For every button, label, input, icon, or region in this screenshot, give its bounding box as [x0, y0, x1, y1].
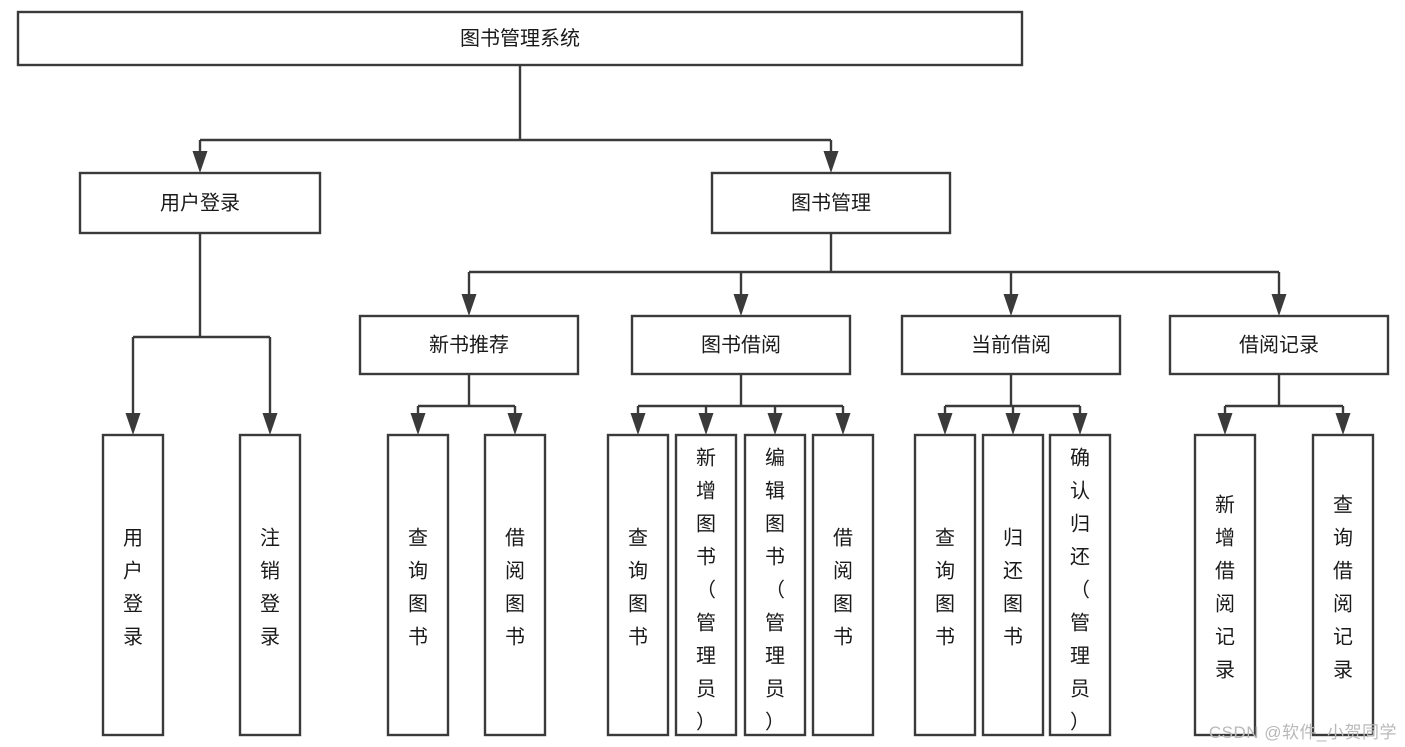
node-box-leaf-query-record	[1311, 433, 1375, 737]
arrow-head-icon	[823, 151, 839, 173]
arrow-head-icon	[1335, 413, 1351, 435]
edge-group-borrow-record	[1217, 374, 1351, 435]
arrow-head-icon	[461, 294, 477, 316]
node-box-leaf-query-book-2	[606, 433, 670, 737]
node-leaf-query-book-3[interactable]: 查询图书	[913, 433, 977, 737]
arrow-head-icon	[733, 294, 749, 316]
node-book-manage[interactable]: 图书管理	[710, 171, 952, 235]
node-leaf-return-book[interactable]: 归还图书	[981, 433, 1045, 737]
node-box-root	[16, 10, 1024, 67]
edge-group-new-book-rec	[410, 374, 523, 435]
node-box-leaf-add-record	[1193, 433, 1257, 737]
node-box-leaf-edit-book	[743, 433, 807, 737]
node-leaf-user-login[interactable]: 用户登录	[101, 433, 165, 737]
node-leaf-borrow-book-1[interactable]: 借阅图书	[483, 433, 547, 737]
node-leaf-query-book-1[interactable]: 查询图书	[386, 433, 450, 737]
node-root[interactable]: 图书管理系统	[16, 10, 1024, 67]
arrow-head-icon	[1005, 413, 1021, 435]
node-box-leaf-borrow-book-2	[811, 433, 875, 737]
node-box-user-login	[78, 171, 322, 235]
node-label-leaf-borrow-book-2: 借阅图书	[833, 527, 853, 649]
arrow-head-icon	[262, 413, 278, 435]
node-leaf-confirm-return[interactable]: 确认归还（管理员）	[1048, 433, 1112, 737]
node-box-leaf-user-login	[101, 433, 165, 737]
node-label-leaf-query-book-2: 查询图书	[628, 527, 648, 649]
node-label-leaf-borrow-book-1: 借阅图书	[505, 527, 525, 649]
node-box-leaf-user-logout	[238, 433, 302, 737]
node-label-leaf-query-book-1: 查询图书	[408, 527, 428, 649]
node-box-leaf-return-book	[981, 433, 1045, 737]
node-label-new-book-rec: 新书推荐	[429, 333, 509, 356]
arrow-head-icon	[937, 413, 953, 435]
node-current-borrow[interactable]: 当前借阅	[900, 314, 1122, 376]
node-leaf-query-book-2[interactable]: 查询图书	[606, 433, 670, 737]
arrow-head-icon	[192, 151, 208, 173]
arrow-head-icon	[507, 413, 523, 435]
arrow-head-icon	[1271, 294, 1287, 316]
arrow-head-icon	[698, 413, 714, 435]
node-label-leaf-query-book-3: 查询图书	[935, 527, 955, 649]
node-borrow-record[interactable]: 借阅记录	[1168, 314, 1390, 376]
arrow-head-icon	[1217, 413, 1233, 435]
node-label-leaf-user-login: 用户登录	[123, 528, 143, 649]
edge-group-current-borrow	[937, 374, 1088, 435]
node-label-leaf-add-record: 新增借阅记录	[1215, 494, 1235, 682]
node-label-borrow-record: 借阅记录	[1239, 333, 1319, 356]
node-book-borrow[interactable]: 图书借阅	[630, 314, 852, 376]
arrow-head-icon	[1072, 413, 1088, 435]
arrow-head-icon	[767, 413, 783, 435]
node-leaf-edit-book[interactable]: 编辑图书（管理员）	[743, 433, 807, 737]
node-new-book-rec[interactable]: 新书推荐	[358, 314, 580, 376]
arrow-head-icon	[125, 413, 141, 435]
node-box-book-borrow	[630, 314, 852, 376]
node-box-leaf-borrow-book-1	[483, 433, 547, 737]
node-label-user-login: 用户登录	[160, 191, 240, 214]
node-label-book-manage: 图书管理	[791, 191, 871, 214]
node-leaf-add-book[interactable]: 新增图书（管理员）	[674, 433, 738, 737]
node-box-leaf-add-book	[674, 433, 738, 737]
node-box-new-book-rec	[358, 314, 580, 376]
node-box-leaf-confirm-return	[1048, 433, 1112, 737]
node-label-book-borrow: 图书借阅	[701, 333, 781, 356]
node-leaf-query-record[interactable]: 查询借阅记录	[1311, 433, 1375, 737]
node-box-book-manage	[710, 171, 952, 235]
arrow-head-icon	[410, 413, 426, 435]
node-leaf-user-logout[interactable]: 注销登录	[238, 433, 302, 737]
node-box-leaf-query-book-1	[386, 433, 450, 737]
node-label-leaf-edit-book: 编辑图书（管理员）	[765, 447, 785, 734]
edge-group-book-manage	[461, 233, 1287, 316]
edge-group-book-borrow	[630, 374, 851, 435]
nodes-layer: 图书管理系统用户登录图书管理新书推荐图书借阅当前借阅借阅记录用户登录注销登录查询…	[16, 10, 1390, 737]
edge-group-root	[192, 65, 839, 173]
node-box-current-borrow	[900, 314, 1122, 376]
node-leaf-borrow-book-2[interactable]: 借阅图书	[811, 433, 875, 737]
node-box-leaf-query-book-3	[913, 433, 977, 737]
arrow-head-icon	[835, 413, 851, 435]
node-box-borrow-record	[1168, 314, 1390, 376]
arrow-head-icon	[1003, 294, 1019, 316]
node-label-root: 图书管理系统	[460, 27, 580, 50]
edge-group-user-login	[125, 233, 278, 435]
node-label-current-borrow: 当前借阅	[971, 333, 1051, 356]
node-label-leaf-query-record: 查询借阅记录	[1333, 494, 1353, 682]
edges-layer	[125, 65, 1351, 435]
node-label-leaf-add-book: 新增图书（管理员）	[696, 447, 716, 734]
node-label-leaf-return-book: 归还图书	[1003, 527, 1023, 649]
node-leaf-add-record[interactable]: 新增借阅记录	[1193, 433, 1257, 737]
node-user-login[interactable]: 用户登录	[78, 171, 322, 235]
arrow-head-icon	[630, 413, 646, 435]
node-label-leaf-confirm-return: 确认归还（管理员）	[1070, 447, 1090, 734]
node-label-leaf-user-logout: 注销登录	[260, 527, 280, 649]
